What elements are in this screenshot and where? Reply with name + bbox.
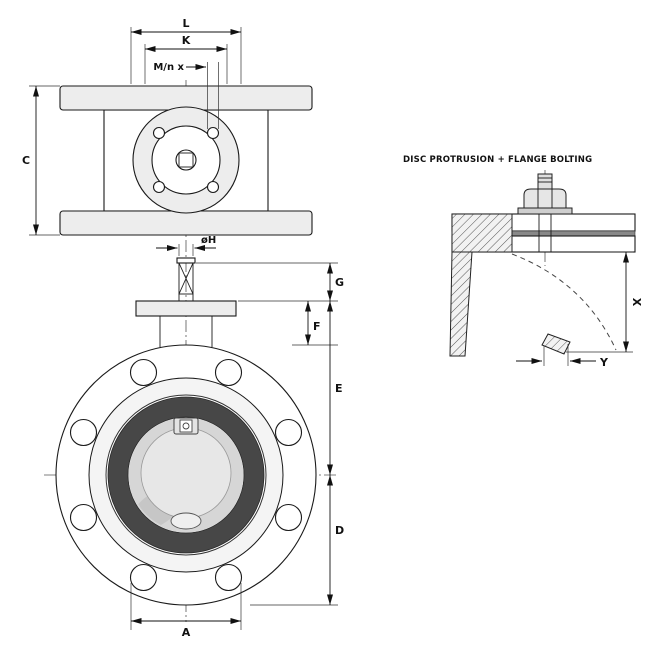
- dim-label-l: L: [182, 17, 189, 30]
- shaft-pin: [182, 422, 190, 430]
- bolt-hole: [214, 358, 243, 387]
- dim-label-x: X: [630, 298, 643, 307]
- dim-label-k: K: [182, 34, 191, 47]
- bolt-hole: [69, 503, 98, 532]
- bolt-hole: [274, 418, 303, 447]
- hex-nut: [523, 188, 567, 209]
- front-view: [55, 344, 317, 606]
- bottom-flange: [59, 210, 313, 236]
- top-flange: [59, 85, 313, 111]
- dim-label-a: A: [182, 626, 191, 639]
- bolt-hole: [152, 126, 166, 140]
- bolt-hole: [274, 503, 303, 532]
- dim-label-f: F: [313, 320, 321, 333]
- dim-label-y: Y: [599, 356, 609, 369]
- bolt-hole: [152, 180, 166, 194]
- stem-section: øH: [135, 235, 237, 347]
- bolt-hole: [69, 418, 98, 447]
- front-view-dimensions: G F E D A: [130, 262, 344, 639]
- bolt-hole: [206, 126, 220, 140]
- detail-view: DISC PROTRUSION + FLANGE BOLTING X: [403, 155, 643, 369]
- top-view: [59, 85, 313, 236]
- disc-face: [140, 427, 232, 519]
- dim-label-d: D: [335, 524, 344, 537]
- disc-swing-arc: [511, 253, 617, 351]
- dim-label-e: E: [335, 382, 343, 395]
- bolt-hole: [129, 358, 158, 387]
- stem-square-drive: [178, 152, 194, 168]
- stem-cap: [176, 257, 196, 264]
- dim-label-g: G: [335, 276, 344, 289]
- bolt-hole: [214, 563, 243, 592]
- top-view-dimensions: L K M/n x C: [22, 17, 242, 236]
- dim-label-stem-diameter: øH: [201, 235, 216, 246]
- dim-label-bolt-pattern: M/n x: [153, 62, 184, 73]
- pipe-wall-section: [449, 251, 473, 357]
- dim-label-c: C: [22, 154, 30, 167]
- valve-neck-section: [451, 213, 513, 253]
- seat-ring: [107, 396, 265, 554]
- bolt-hole: [206, 180, 220, 194]
- stem-packing: [178, 262, 194, 295]
- mounting-plate: [135, 300, 237, 317]
- bolt-hole: [129, 563, 158, 592]
- stem-bore: [175, 149, 197, 171]
- washer: [517, 207, 573, 215]
- detail-title: DISC PROTRUSION + FLANGE BOLTING: [403, 155, 592, 165]
- bottom-shaft-hub: [170, 512, 202, 530]
- disc-tip-section: [541, 333, 571, 355]
